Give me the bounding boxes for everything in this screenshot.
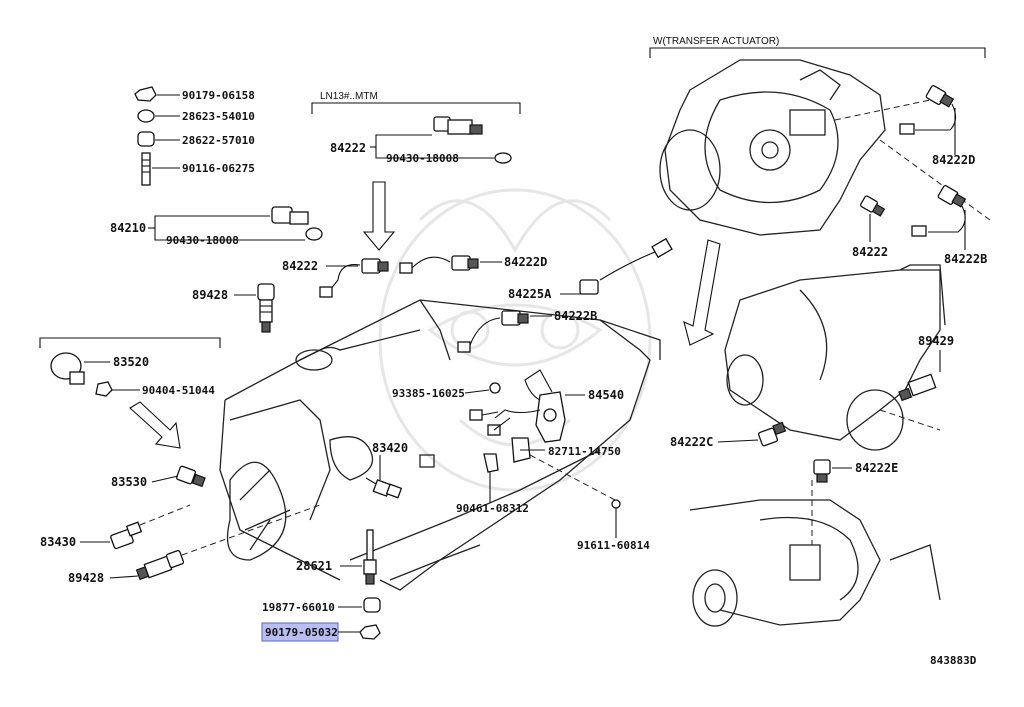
label-84222d-mid: 84222D bbox=[504, 255, 547, 269]
figure-id: 843883D bbox=[930, 654, 977, 667]
part-84222d-right[interactable]: 84222D bbox=[899, 85, 975, 167]
label-28622-57010: 28622-57010 bbox=[182, 134, 255, 147]
part-84222-mtm[interactable]: 84222 90430-18008 bbox=[330, 116, 512, 165]
transfer-case bbox=[659, 59, 991, 236]
label-84222d-right: 84222D bbox=[932, 153, 975, 167]
part-90179-06158[interactable]: 90179-06158 bbox=[134, 86, 255, 102]
part-90461-08312[interactable]: 90461-08312 bbox=[456, 453, 529, 515]
label-84222-mtm: 84222 bbox=[330, 141, 366, 155]
label-83420: 83420 bbox=[372, 441, 408, 455]
part-90179-05032[interactable]: 90179-05032 bbox=[261, 622, 381, 642]
label-19877-66010: 19877-66010 bbox=[262, 601, 335, 614]
part-84222d-mid[interactable]: 84222D bbox=[399, 255, 547, 274]
part-83520[interactable]: 83520 bbox=[50, 352, 149, 385]
part-28622-57010[interactable]: 28622-57010 bbox=[137, 131, 255, 147]
part-89428-top[interactable]: 89428 bbox=[192, 283, 275, 333]
label-84222-left: 84222 bbox=[282, 259, 318, 273]
part-84222-right[interactable]: 84222 bbox=[852, 195, 888, 259]
part-84225a[interactable]: 84225A bbox=[508, 237, 673, 301]
label-90461-08312: 90461-08312 bbox=[456, 502, 529, 515]
label-28621: 28621 bbox=[296, 559, 332, 573]
label-90404-51044: 90404-51044 bbox=[142, 384, 215, 397]
label-93385-16025: 93385-16025 bbox=[392, 387, 465, 400]
part-83420[interactable]: 83420 bbox=[365, 441, 408, 499]
part-84222b-right[interactable]: 84222B bbox=[911, 185, 987, 266]
label-84225a: 84225A bbox=[508, 287, 552, 301]
part-83430[interactable]: 83430 bbox=[40, 504, 191, 550]
transfer-actuator-title: W(TRANSFER ACTUATOR) bbox=[653, 36, 779, 47]
label-84540: 84540 bbox=[588, 388, 624, 402]
label-90179-05032: 90179-05032 bbox=[265, 626, 338, 639]
label-91611-60814: 91611-60814 bbox=[577, 539, 650, 552]
part-28623-54010[interactable]: 28623-54010 bbox=[137, 109, 255, 123]
part-91611-60814[interactable]: 91611-60814 bbox=[529, 454, 650, 552]
part-84222c[interactable]: 84222C bbox=[670, 421, 787, 449]
engine-outline bbox=[219, 299, 661, 591]
part-84222e[interactable]: 84222E bbox=[813, 459, 898, 483]
part-93385-16025[interactable]: 93385-16025 bbox=[392, 382, 501, 400]
part-84540[interactable]: 84540 bbox=[469, 369, 624, 443]
label-90179-06158: 90179-06158 bbox=[182, 89, 255, 102]
mtm-header: LN13#..MTM bbox=[311, 91, 521, 114]
part-84222b-mid[interactable]: 84222B bbox=[457, 309, 597, 353]
part-82711-14750[interactable]: 82711-14750 bbox=[511, 437, 621, 463]
mtm-title: LN13#..MTM bbox=[320, 91, 378, 102]
transmission bbox=[724, 264, 946, 451]
label-84222b-right: 84222B bbox=[944, 252, 987, 266]
part-89428-bottom[interactable]: 89428 bbox=[68, 504, 321, 585]
label-90116-06275: 90116-06275 bbox=[182, 162, 255, 175]
part-19877-66010[interactable]: 19877-66010 bbox=[262, 597, 381, 614]
label-82711-14750: 82711-14750 bbox=[548, 445, 621, 458]
left-bracket bbox=[39, 337, 221, 348]
transfer-housing-lower bbox=[689, 480, 941, 627]
part-90116-06275[interactable]: 90116-06275 bbox=[141, 152, 255, 186]
label-90430-18008-b: 90430-18008 bbox=[386, 152, 459, 165]
label-89428-top: 89428 bbox=[192, 288, 228, 302]
label-90430-18008-a: 90430-18008 bbox=[166, 234, 239, 247]
label-83530: 83530 bbox=[111, 475, 147, 489]
arrow-transfer bbox=[683, 239, 721, 346]
label-83520: 83520 bbox=[113, 355, 149, 369]
part-28621[interactable]: 28621 bbox=[296, 529, 377, 585]
arrow-mtm bbox=[362, 181, 396, 251]
label-84222c: 84222C bbox=[670, 435, 713, 449]
part-89429[interactable]: 89429 bbox=[898, 334, 954, 402]
label-89428-bottom: 89428 bbox=[68, 571, 104, 585]
label-28623-54010: 28623-54010 bbox=[182, 110, 255, 123]
label-84222b-mid: 84222B bbox=[554, 309, 597, 323]
label-84222e: 84222E bbox=[855, 461, 898, 475]
label-83430: 83430 bbox=[40, 535, 76, 549]
part-84222-left[interactable]: 84222 bbox=[282, 258, 389, 298]
transfer-actuator-header: W(TRANSFER ACTUATOR) bbox=[649, 36, 986, 58]
part-83530[interactable]: 83530 bbox=[111, 465, 206, 489]
label-89429: 89429 bbox=[918, 334, 954, 348]
part-84210[interactable]: 84210 90430-18008 bbox=[110, 206, 323, 247]
label-84210: 84210 bbox=[110, 221, 146, 235]
part-90404-51044[interactable]: 90404-51044 bbox=[95, 381, 215, 397]
label-84222-right: 84222 bbox=[852, 245, 888, 259]
arrow-left bbox=[129, 401, 181, 449]
